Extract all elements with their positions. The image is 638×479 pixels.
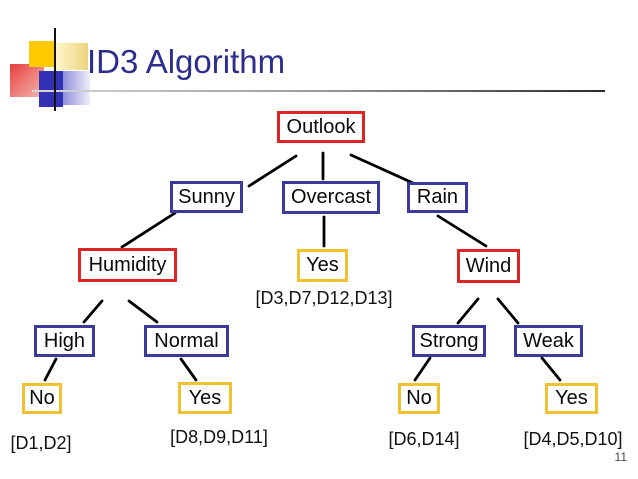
dataset-label-d-strong: [D6,D14] bbox=[388, 429, 460, 449]
node-humidity: Humidity bbox=[78, 248, 177, 282]
title-underline bbox=[32, 90, 605, 92]
node-outlook: Outlook bbox=[277, 111, 365, 143]
page-title: ID3 Algorithm bbox=[87, 43, 286, 80]
node-normal: Normal bbox=[144, 325, 229, 357]
dataset-label-d-overcast: [D3,D7,D12,D13] bbox=[255, 288, 393, 308]
edge-normal-yes-normal bbox=[179, 357, 198, 382]
node-overcast: Overcast bbox=[282, 181, 380, 214]
edge-wind-weak bbox=[496, 297, 520, 325]
page-number: 11 bbox=[614, 450, 627, 464]
edge-outlook-sunny bbox=[247, 154, 298, 188]
logo-square-pale-yellow bbox=[56, 43, 88, 70]
dataset-label-d-weak: [D4,D5,D10] bbox=[523, 429, 623, 449]
edge-high-no-high bbox=[43, 357, 58, 382]
node-sunny: Sunny bbox=[170, 181, 243, 213]
node-high: High bbox=[34, 325, 95, 357]
node-wind: Wind bbox=[457, 249, 520, 283]
edge-sunny-humidity bbox=[120, 211, 177, 249]
logo-square-blue bbox=[39, 71, 63, 107]
node-no-strong: No bbox=[398, 383, 440, 414]
node-strong: Strong bbox=[412, 325, 486, 357]
edge-humidity-high bbox=[82, 299, 104, 324]
edge-weak-yes-weak bbox=[540, 356, 562, 382]
dataset-label-d-high: [D1,D2] bbox=[10, 433, 72, 453]
dataset-label-d-normal: [D8,D9,D11] bbox=[170, 427, 268, 447]
node-yes-weak: Yes bbox=[545, 383, 598, 414]
edge-wind-strong bbox=[456, 297, 480, 325]
node-yes-normal: Yes bbox=[178, 382, 232, 414]
logo-vertical-line bbox=[54, 28, 56, 111]
edge-humidity-normal bbox=[127, 299, 159, 324]
logo-square-yellow bbox=[29, 41, 56, 67]
node-weak: Weak bbox=[514, 325, 583, 357]
logo-square-light-blue bbox=[63, 71, 90, 105]
node-no-high: No bbox=[22, 383, 62, 414]
edge-rain-wind bbox=[436, 214, 488, 248]
node-rain: Rain bbox=[407, 182, 468, 213]
node-yes-overcast: Yes bbox=[297, 249, 348, 282]
edge-strong-no-strong bbox=[413, 356, 432, 382]
